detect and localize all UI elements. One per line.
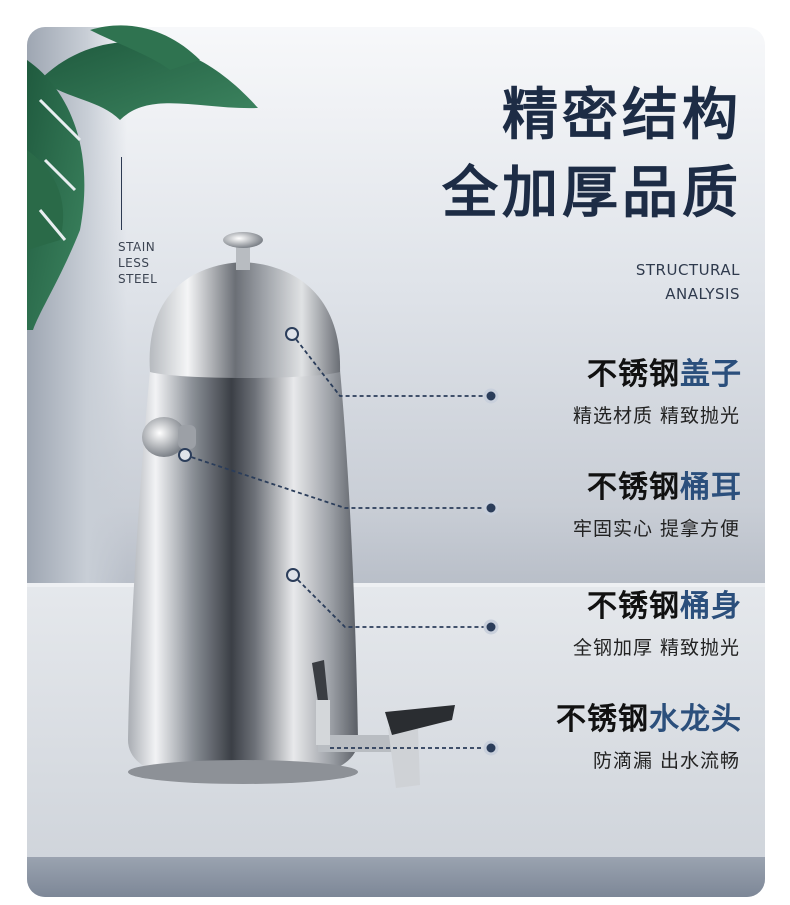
heading-line-1: 精密结构 — [502, 83, 742, 148]
analysis-label-line-1: STRUCTURAL — [635, 261, 740, 279]
material-label-line-2: LESS — [118, 256, 150, 270]
material-label-line-1: STAIN — [118, 240, 156, 254]
callout-line-handle — [184, 454, 490, 509]
side-handle-mount — [178, 425, 196, 449]
feature-sub-faucet: 防滴漏 出水流畅 — [592, 750, 740, 772]
feature-prefix: 不锈钢 — [587, 589, 680, 624]
feature-prefix: 不锈钢 — [587, 357, 680, 392]
feature-sub-handle: 牢固实心 提拿方便 — [572, 518, 740, 540]
lid-knob — [223, 232, 263, 248]
urn-base — [128, 760, 358, 784]
leaf-left — [27, 60, 85, 330]
side-handle — [142, 417, 186, 457]
bottom-strip — [27, 857, 765, 897]
callout-end-dot-lid — [483, 388, 499, 404]
faucet-inner-lever — [312, 660, 328, 702]
callout-line-lid — [291, 333, 490, 397]
callout-line-body — [292, 574, 490, 628]
feature-highlight: 桶耳 — [680, 470, 742, 505]
callout-dot-body — [286, 568, 300, 582]
faucet-head — [388, 728, 420, 788]
feature-sub-lid: 精选材质 精致抛光 — [572, 405, 740, 427]
leaf-top — [40, 25, 258, 121]
material-label-line-3: STEEL — [118, 272, 158, 286]
urn-body — [128, 370, 358, 783]
feature-highlight: 水龙头 — [649, 702, 742, 737]
lid-knob-stem — [236, 246, 250, 270]
feature-title-faucet: 不锈钢水龙头 — [556, 705, 742, 735]
vertical-divider — [121, 157, 122, 230]
faucet-inner-pipe — [316, 700, 330, 745]
feature-highlight: 盖子 — [680, 357, 742, 392]
callout-dot-lid — [285, 327, 299, 341]
analysis-label: STRUCTURAL ANALYSIS — [636, 258, 740, 306]
heading-line-2: 全加厚品质 — [442, 161, 742, 226]
feature-prefix: 不锈钢 — [556, 702, 649, 737]
callout-dot-handle — [178, 448, 192, 462]
feature-title-body: 不锈钢桶身 — [587, 592, 742, 622]
material-label: STAIN LESS STEEL — [118, 239, 157, 287]
feature-title-lid: 不锈钢盖子 — [587, 360, 742, 390]
faucet-lever — [385, 705, 455, 735]
feature-sub-body: 全钢加厚 精致抛光 — [572, 637, 740, 659]
callout-end-dot-body — [483, 619, 499, 635]
analysis-label-line-2: ANALYSIS — [665, 285, 740, 303]
callout-end-dot-faucet — [483, 740, 499, 756]
feature-highlight: 桶身 — [680, 589, 742, 624]
floor-edge — [27, 583, 765, 589]
feature-prefix: 不锈钢 — [587, 470, 680, 505]
callout-end-dot-handle — [483, 500, 499, 516]
urn-lid — [149, 262, 341, 378]
feature-title-handle: 不锈钢桶耳 — [587, 473, 742, 503]
